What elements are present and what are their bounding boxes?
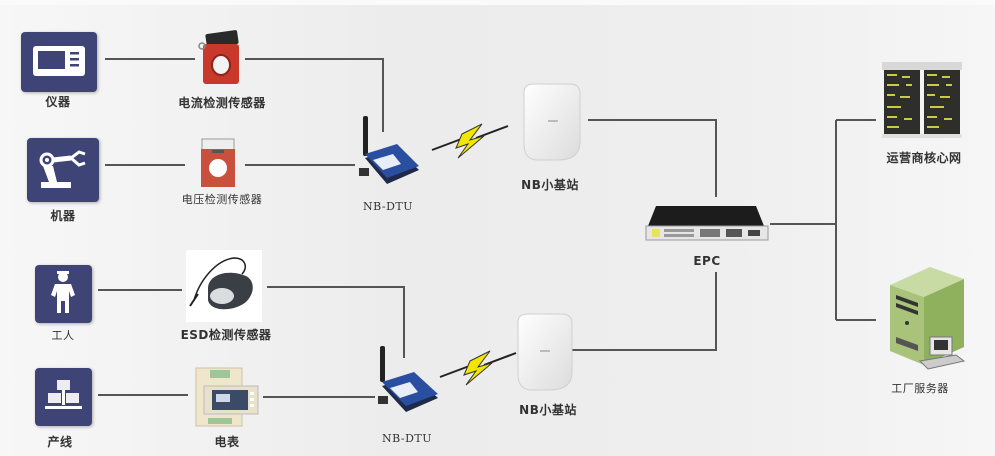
current-sensor-icon — [198, 30, 239, 84]
electric-meter-icon — [195, 367, 259, 427]
label-electric-meter: 电表 — [214, 435, 240, 449]
core-network — [882, 62, 962, 144]
wire-bs-top-epc — [588, 119, 717, 197]
label-base-station-top: NB小基站 — [521, 178, 579, 192]
voltage-sensor — [196, 137, 240, 193]
access-point-icon — [523, 83, 581, 161]
robot-arm-icon — [39, 150, 86, 188]
label-production-line: 产线 — [47, 435, 73, 449]
production-line-tile — [35, 368, 92, 426]
label-instrument: 仪器 — [45, 95, 71, 109]
esd-sensor — [186, 250, 262, 326]
label-esd-sensor: ESD检测传感器 — [180, 328, 272, 342]
label-epc: EPC — [693, 254, 721, 268]
rack-switch-icon — [645, 206, 769, 241]
access-point-icon — [517, 313, 573, 391]
tower-server-icon — [890, 267, 966, 370]
current-sensor — [198, 30, 244, 92]
label-base-station-bottom: NB小基站 — [519, 403, 577, 417]
label-dtu-top: NB-DTU — [362, 200, 414, 213]
dtu-router-icon — [378, 346, 438, 412]
factory-server — [880, 265, 970, 377]
label-factory-server: 工厂服务器 — [891, 382, 949, 395]
dtu-bottom — [376, 340, 442, 426]
label-current-sensor: 电流检测传感器 — [178, 96, 266, 110]
label-dtu-bottom: NB-DTU — [381, 432, 433, 445]
label-worker: 工人 — [51, 329, 75, 342]
base-station-top — [518, 82, 584, 166]
base-station-bottom — [512, 312, 576, 396]
server-rack-icon — [882, 62, 962, 138]
machine-tile — [27, 138, 99, 202]
instrument-tile — [21, 32, 97, 92]
label-core-network: 运营商核心网 — [886, 151, 962, 165]
worker-icon — [51, 271, 75, 313]
lightning-bolt-icon — [439, 350, 517, 386]
instrument-icon — [33, 46, 85, 76]
dtu-router-icon — [359, 116, 419, 184]
lightning-bolt-icon — [431, 123, 509, 159]
production-line-icon — [45, 380, 82, 409]
wire-current-dtu — [245, 58, 384, 132]
label-voltage-sensor: 电压检测传感器 — [181, 193, 263, 206]
label-machine: 机器 — [50, 209, 76, 223]
esd-sensor-icon — [186, 250, 262, 322]
epc-device — [644, 204, 772, 248]
voltage-sensor-icon — [201, 138, 235, 187]
wire-esd-dtu — [267, 286, 405, 358]
top-band — [0, 0, 995, 5]
electric-meter — [190, 366, 260, 432]
worker-tile — [35, 265, 92, 323]
dtu-top — [357, 108, 423, 194]
wire-bs-bottom-epc — [567, 272, 717, 351]
